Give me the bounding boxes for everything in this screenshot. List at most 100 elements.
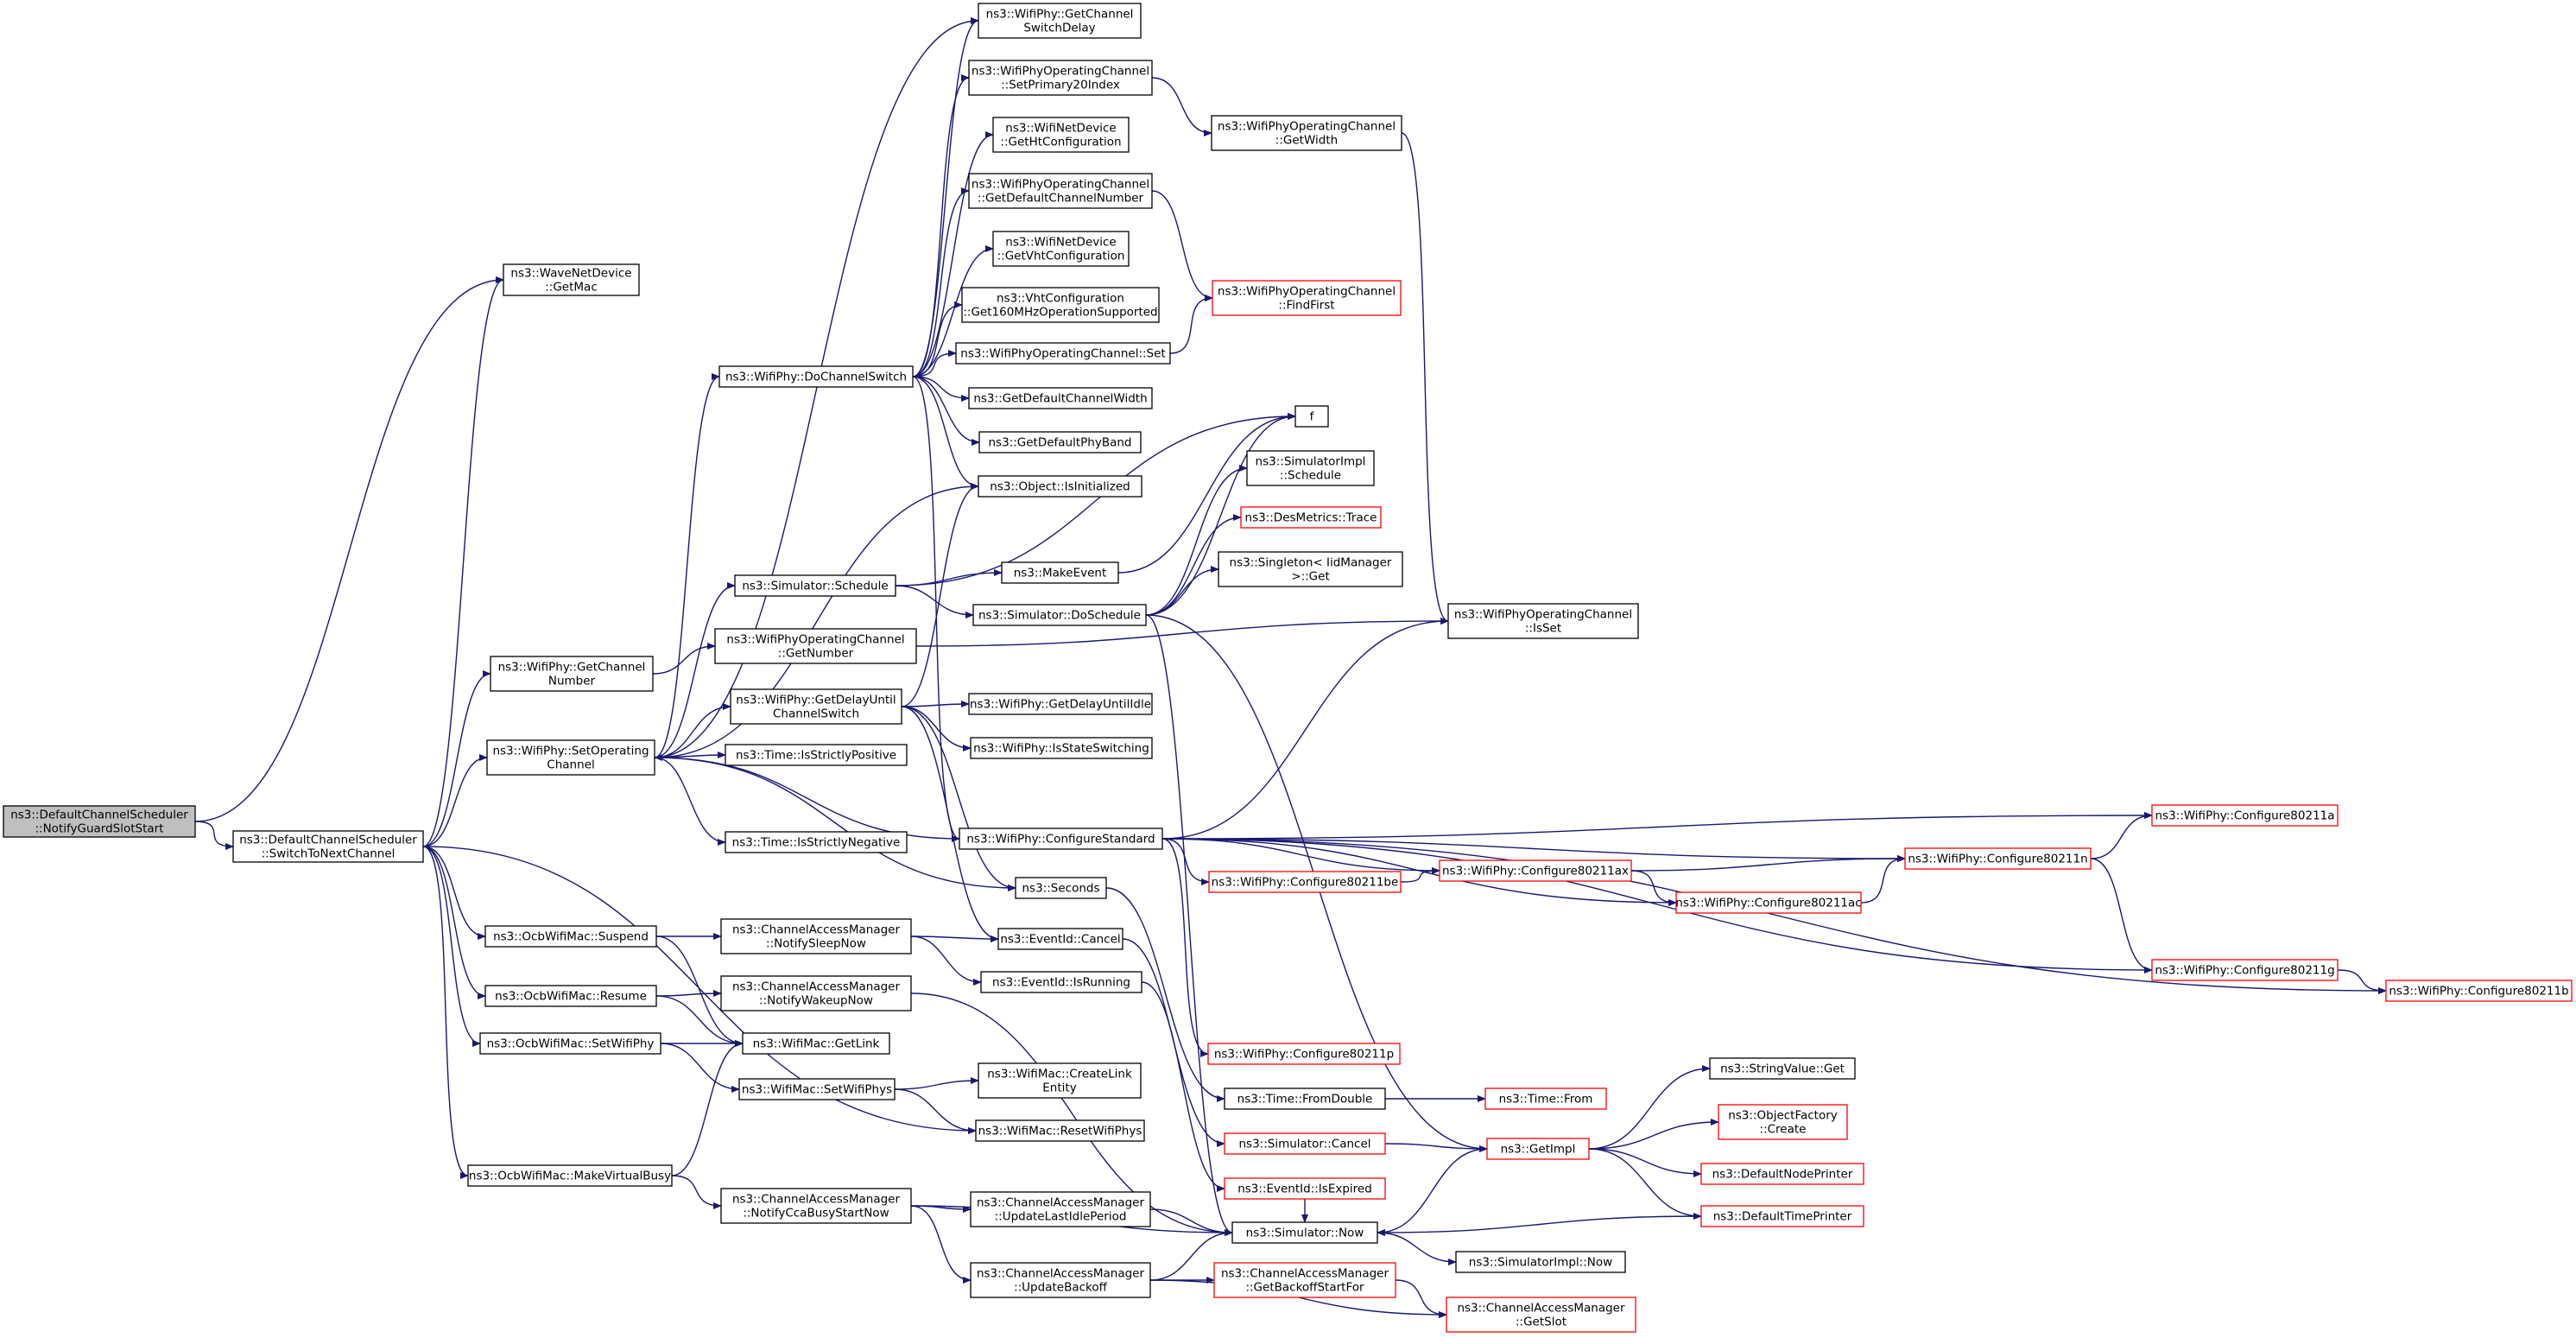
function-node[interactable]: ns3::WifiPhy::Configure80211ac — [1675, 891, 1862, 914]
function-node[interactable]: ns3::DefaultNodePrinter — [1700, 1163, 1864, 1185]
function-node-box — [484, 985, 657, 1007]
function-node[interactable]: ns3::WifiPhyOperatingChannel::Set — [955, 342, 1171, 365]
call-edge-group — [895, 585, 974, 618]
function-node[interactable]: ns3::Simulator::Schedule — [734, 574, 896, 597]
function-node[interactable]: ns3::WifiPhyOperatingChannel::GetWidth — [1211, 115, 1402, 151]
function-node[interactable]: ns3::Simulator::Now — [1231, 1221, 1378, 1244]
function-node[interactable]: ns3::GetImpl — [1486, 1138, 1590, 1160]
call-edge-group — [1169, 295, 1213, 354]
call-edge-group — [654, 757, 1016, 891]
function-node-label: ns3::WifiPhy::DoChannelSwitch — [725, 371, 907, 384]
function-node[interactable]: f — [1294, 405, 1329, 428]
function-node-label: ns3::WifiPhy::Configure80211ax — [1442, 865, 1629, 878]
function-node[interactable]: ns3::Time::IsStrictlyPositive — [725, 744, 908, 766]
function-node[interactable]: ns3::WifiPhyOperatingChannel::GetNumber — [714, 628, 917, 664]
function-node-label: ns3::SimulatorImpl — [1256, 455, 1366, 469]
call-edge — [671, 1175, 722, 1209]
function-node[interactable]: ns3::ChannelAccessManager::NotifyCcaBusy… — [720, 1188, 912, 1224]
function-node[interactable]: ns3::DefaultChannelScheduler::SwitchToNe… — [232, 830, 424, 863]
function-node[interactable]: ns3::Time::From — [1484, 1088, 1607, 1110]
function-node[interactable]: ns3::WifiPhy::Configure80211g — [2151, 959, 2339, 981]
function-node[interactable]: ns3::ChannelAccessManager::UpdateLastIdl… — [970, 1191, 1151, 1227]
function-node-box — [968, 173, 1153, 209]
function-node[interactable]: ns3::ChannelAccessManager::NotifySleepNo… — [720, 918, 912, 954]
function-node[interactable]: ns3::WifiMac::SetWifiPhys — [738, 1078, 896, 1100]
call-edge — [1161, 838, 1210, 885]
function-node[interactable]: ns3::WifiPhy::DoChannelSwitch — [718, 365, 914, 388]
call-edge-group — [654, 373, 720, 758]
function-node[interactable]: ns3::Singleton< IidManager>::Get — [1218, 551, 1403, 587]
call-edge-group — [1161, 838, 1906, 862]
function-node[interactable]: ns3::WifiPhy::Configure80211p — [1207, 1043, 1401, 1065]
function-node[interactable]: ns3::ChannelAccessManager::GetSlot — [1446, 1297, 1636, 1333]
function-node[interactable]: ns3::Time::IsStrictlyNegative — [725, 831, 908, 853]
function-node[interactable]: ns3::StringValue::Get — [1709, 1057, 1856, 1080]
call-edge-group — [422, 276, 504, 847]
function-node-label: f — [1310, 410, 1315, 424]
function-node-label: ::IsSet — [1525, 622, 1561, 636]
function-node[interactable]: ns3::WifiPhy::GetDelayUntilIdle — [968, 693, 1153, 715]
function-node[interactable]: ns3::WifiPhy::Configure80211ax — [1439, 859, 1632, 882]
function-node[interactable]: ns3::EventId::Cancel — [997, 928, 1123, 950]
function-node[interactable]: ns3::WifiPhyOperatingChannel::SetPrimary… — [968, 60, 1153, 96]
function-node[interactable]: ns3::EventId::IsExpired — [1224, 1177, 1386, 1200]
function-node[interactable]: ns3::DefaultChannelScheduler::NotifyGuar… — [3, 805, 196, 838]
function-node-box — [1446, 1297, 1636, 1333]
function-node[interactable]: ns3::OcbWifiMac::Resume — [484, 985, 657, 1007]
function-node[interactable]: ns3::SimulatorImpl::Schedule — [1246, 450, 1375, 486]
function-node[interactable]: ns3::Time::FromDouble — [1224, 1088, 1386, 1110]
function-node[interactable]: ns3::Simulator::DoSchedule — [972, 604, 1147, 626]
function-node[interactable]: ns3::WifiPhy::Configure80211a — [2151, 804, 2339, 827]
function-node[interactable]: ns3::WifiPhy::Configure80211n — [1904, 847, 2092, 870]
function-node[interactable]: ns3::GetDefaultChannelWidth — [968, 387, 1153, 409]
function-node[interactable]: ns3::MakeEvent — [1001, 561, 1119, 584]
function-node[interactable]: ns3::VhtConfiguration::Get160MHzOperatio… — [961, 287, 1160, 323]
function-node[interactable]: ns3::WifiPhyOperatingChannel::FindFirst — [1212, 280, 1402, 316]
function-node-label: ns3::WifiPhyOperatingChannel — [972, 178, 1149, 192]
call-edge — [912, 376, 970, 402]
function-node[interactable]: ns3::ChannelAccessManager::UpdateBackoff — [970, 1262, 1151, 1298]
function-node[interactable]: ns3::ChannelAccessManager::NotifyWakeupN… — [720, 975, 912, 1011]
function-node[interactable]: ns3::WifiNetDevice::GetVhtConfiguration — [992, 231, 1130, 267]
function-node[interactable]: ns3::OcbWifiMac::SetWifiPhy — [479, 1032, 661, 1055]
call-edge-group — [912, 131, 994, 377]
function-node[interactable]: ns3::WifiMac::GetLink — [742, 1032, 890, 1055]
function-node[interactable]: ns3::WifiPhy::Configure80211be — [1208, 871, 1402, 893]
function-node[interactable]: ns3::Seconds — [1015, 877, 1107, 899]
function-node[interactable]: ns3::WifiPhy::ConfigureStandard — [959, 828, 1163, 850]
call-edge — [1145, 465, 1248, 616]
function-node[interactable]: ns3::DefaultTimePrinter — [1700, 1205, 1864, 1227]
function-node[interactable]: ns3::GetDefaultPhyBand — [978, 431, 1142, 453]
function-node[interactable]: ns3::Object::IsInitialized — [978, 475, 1142, 498]
function-node[interactable]: ns3::Simulator::Cancel — [1224, 1132, 1386, 1155]
function-node[interactable]: ns3::WifiMac::ResetWifiPhys — [975, 1119, 1145, 1142]
function-node[interactable]: ns3::OcbWifiMac::Suspend — [484, 925, 657, 948]
function-node[interactable]: ns3::EventId::IsRunning — [980, 971, 1142, 993]
function-node[interactable]: ns3::WaveNetDevice::GetMac — [503, 263, 640, 296]
function-node[interactable]: ns3::OcbWifiMac::MakeVirtualBusy — [467, 1164, 673, 1187]
function-node[interactable]: ns3::WifiPhy::IsStateSwitching — [970, 737, 1153, 759]
function-node-box — [742, 1032, 890, 1055]
function-node[interactable]: ns3::ChannelAccessManager::GetBackoffSta… — [1213, 1262, 1396, 1298]
call-edge-group — [910, 1205, 972, 1284]
call-edge-group — [654, 757, 726, 846]
function-node-box — [1224, 1088, 1386, 1110]
call-edge-group — [1161, 838, 2387, 994]
function-node[interactable]: ns3::WifiPhy::Configure80211b — [2385, 980, 2573, 1002]
function-node-label: ns3::WifiPhyOperatingChannel — [726, 633, 904, 647]
call-edge-group — [1161, 838, 1677, 906]
function-node[interactable]: ns3::ObjectFactory::Create — [1718, 1104, 1848, 1140]
function-node[interactable]: ns3::WifiPhyOperatingChannel::IsSet — [1447, 603, 1639, 639]
call-edge — [422, 846, 486, 940]
function-node[interactable]: ns3::WifiPhyOperatingChannel::GetDefault… — [968, 173, 1153, 209]
function-node[interactable]: ns3::DesMetrics::Trace — [1240, 506, 1382, 529]
function-node[interactable]: ns3::SimulatorImpl::Now — [1455, 1251, 1626, 1273]
function-node[interactable]: ns3::WifiNetDevice::GetHtConfiguration — [992, 117, 1130, 153]
function-node-box — [1484, 1088, 1607, 1110]
function-node-box — [972, 604, 1147, 626]
